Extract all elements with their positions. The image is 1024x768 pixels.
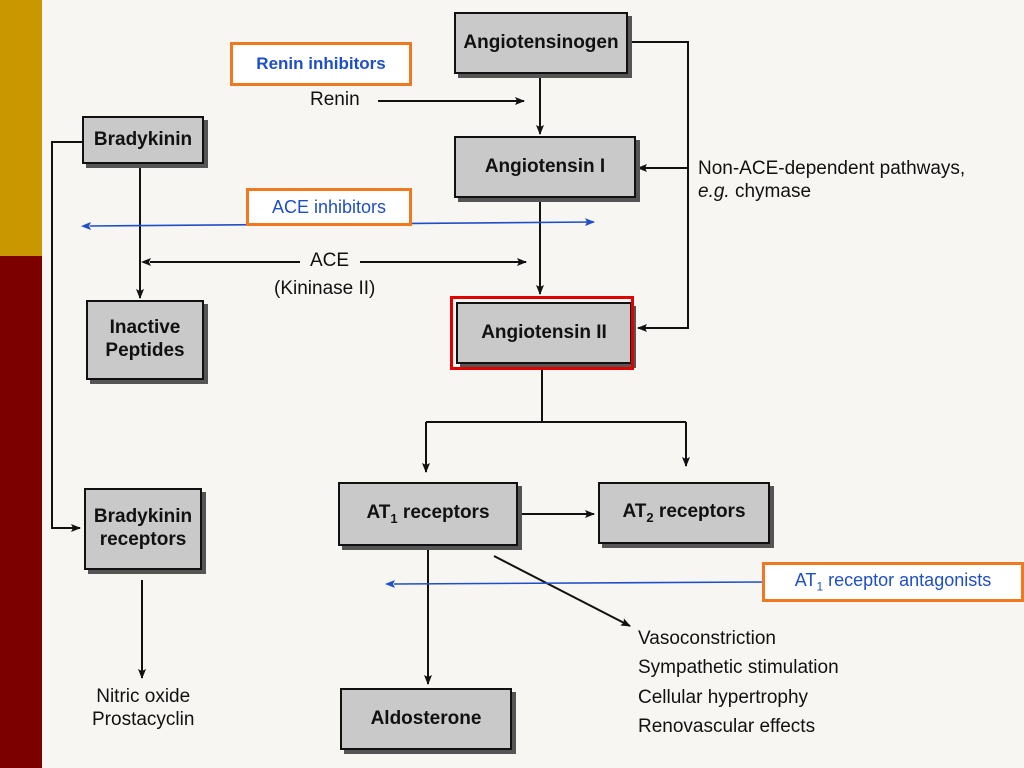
bradykinin-receptors-line1: Bradykinin	[93, 506, 193, 528]
at1-receptors-box: AT1 receptors	[338, 482, 518, 546]
effect-item: Sympathetic stimulation	[638, 657, 839, 679]
non-ace-pathways-label: Non-ACE-dependent pathways, e.g. chymase	[698, 158, 966, 202]
bradykinin-label: Bradykinin	[93, 128, 193, 150]
angiotensinogen-box: Angiotensinogen	[454, 12, 628, 74]
angiotensin-i-box: Angiotensin I	[454, 136, 636, 198]
renin-label: Renin	[310, 89, 360, 110]
renin-inhibitors-callout: Renin inhibitors	[230, 42, 412, 86]
aldosterone-box: Aldosterone	[340, 688, 512, 750]
diagram-area: Angiotensinogen Bradykinin Angiotensin I…	[42, 0, 1024, 768]
aldosterone-label: Aldosterone	[370, 707, 482, 729]
at1-antagonists-callout: AT1 receptor antagonists	[762, 562, 1024, 602]
at1-effects-list: Vasoconstriction Sympathetic stimulation…	[638, 624, 839, 742]
effect-item: Cellular hypertrophy	[638, 686, 809, 708]
ace-label: ACE	[310, 250, 350, 271]
bradykinin-receptors-box: Bradykinin receptors	[84, 488, 202, 570]
bradykinin-receptors-line2: receptors	[99, 529, 187, 550]
slide-accent-gold	[0, 0, 42, 256]
kininase-label: (Kininase II)	[274, 278, 376, 299]
effect-item: Renovascular effects	[638, 716, 816, 738]
slide-accent-red	[0, 256, 42, 768]
at2-receptors-label: AT2 receptors	[622, 500, 746, 525]
inactive-peptides-box: Inactive Peptides	[86, 300, 204, 380]
inactive-peptides-line2: Peptides	[105, 340, 185, 361]
no-prostacyclin-label: Nitric oxide Prostacyclin	[92, 686, 195, 730]
angiotensin-i-label: Angiotensin I	[484, 155, 606, 177]
angiotensin-ii-box: Angiotensin II	[456, 302, 632, 364]
bradykinin-box: Bradykinin	[82, 116, 204, 164]
angiotensin-ii-label: Angiotensin II	[481, 321, 607, 343]
ace-inhibitors-callout: ACE inhibitors	[246, 188, 412, 226]
inactive-peptides-line1: Inactive	[109, 317, 181, 339]
at2-receptors-box: AT2 receptors	[598, 482, 770, 544]
angiotensinogen-label: Angiotensinogen	[463, 31, 619, 53]
effect-item: Vasoconstriction	[638, 628, 776, 649]
angiotensin-ii-highlight	[450, 296, 634, 370]
at1-receptors-label: AT1 receptors	[366, 501, 490, 526]
